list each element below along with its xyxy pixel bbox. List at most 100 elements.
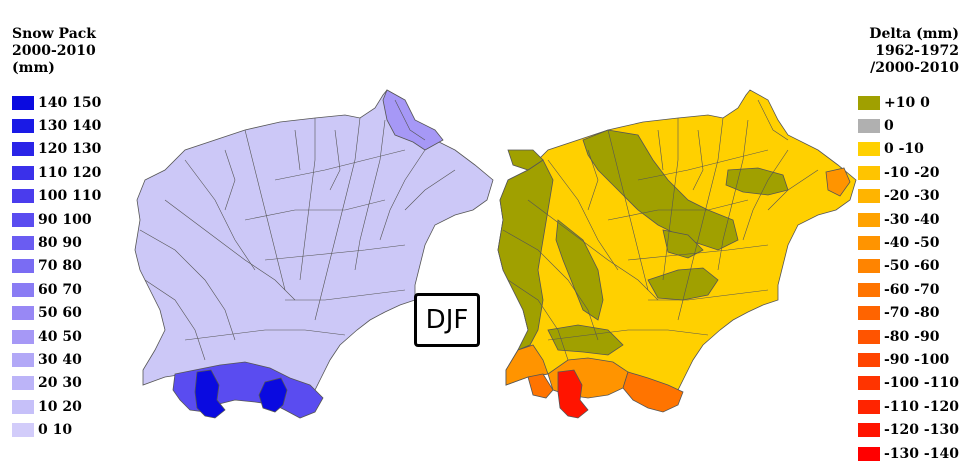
legend-label: 100 110: [38, 188, 102, 205]
legend-item: 140 150: [12, 91, 101, 114]
legend-swatch: [858, 446, 880, 461]
legend-label: -10 -20: [884, 164, 940, 181]
olive-zone: [555, 219, 604, 321]
legend-label: 130 140: [38, 118, 102, 135]
legend-item: -80 -90: [858, 325, 959, 348]
legend-swatch: [12, 423, 34, 438]
legend-item: -90 -100: [858, 348, 959, 371]
legend-title-line: /2000-2010: [870, 60, 959, 76]
legend-swatch: [858, 306, 880, 321]
legend-swatch: [12, 399, 34, 414]
legend-swatch: [858, 282, 880, 297]
legend-title-line: Snow Pack: [12, 26, 96, 42]
legend-item: -10 -20: [858, 161, 959, 184]
snowpack-legend-title: Snow Pack 2000-2010 (mm): [12, 26, 101, 77]
legend-label: -70 -80: [884, 305, 940, 322]
legend-label: -20 -30: [884, 188, 940, 205]
legend-item: -110 -120: [858, 395, 959, 418]
legend-item: 50 60: [12, 302, 101, 325]
legend-swatch: [858, 259, 880, 274]
legend-label: 20 30: [38, 375, 82, 392]
orange-zone: [527, 373, 554, 399]
legend-item: -40 -50: [858, 231, 959, 254]
legend-title-line: 1962-1972: [875, 43, 959, 59]
legend-label: 0: [884, 118, 894, 135]
legend-label: -130 -140: [884, 445, 959, 462]
legend-label: 60 70: [38, 281, 82, 298]
legend-item: -30 -40: [858, 208, 959, 231]
legend-swatch: [858, 236, 880, 251]
snowpack-map: [134, 89, 494, 419]
legend-swatch: [12, 259, 34, 274]
olive-zone: [547, 324, 624, 356]
legend-item: 80 90: [12, 231, 101, 254]
legend-item: 20 30: [12, 372, 101, 395]
legend-item: +10 0: [858, 91, 959, 114]
legend-title-line: (mm): [12, 60, 55, 76]
legend-label: +10 0: [884, 94, 930, 111]
olive-zone: [725, 167, 789, 196]
legend-swatch: [858, 376, 880, 391]
red-zone: [557, 369, 589, 419]
legend-label: -80 -90: [884, 328, 940, 345]
snowpack-legend-items: 140 150 130 140 120 130 110 120 100 110 90 10…: [12, 91, 101, 442]
legend-item: 0 10: [12, 418, 101, 441]
legend-item: -120 -130: [858, 418, 959, 441]
legend-label: 50 60: [38, 305, 82, 322]
legend-label: 10 20: [38, 398, 82, 415]
legend-label: -90 -100: [884, 351, 950, 368]
legend-item: 130 140: [12, 114, 101, 137]
legend-swatch: [858, 119, 880, 134]
legend-swatch: [12, 142, 34, 157]
legend-item: 100 110: [12, 185, 101, 208]
peak-zone: [194, 369, 226, 419]
season-label: DJF: [414, 293, 480, 347]
delta-legend-title: Delta (mm) 1962-1972 /2000-2010: [858, 26, 959, 77]
legend-label: -120 -130: [884, 422, 959, 439]
legend-swatch: [12, 95, 34, 110]
legend-swatch: [858, 95, 880, 110]
legend-label: 110 120: [38, 164, 102, 181]
legend-item: -130 -140: [858, 442, 959, 465]
legend-swatch: [12, 189, 34, 204]
legend-swatch: [858, 423, 880, 438]
subbasin-boundaries: [502, 99, 819, 361]
legend-swatch: [12, 165, 34, 180]
legend-label: -30 -40: [884, 211, 940, 228]
legend-label: -100 -110: [884, 375, 959, 392]
legend-label: 120 130: [38, 141, 102, 158]
legend-swatch: [858, 212, 880, 227]
olive-zone: [582, 129, 739, 251]
delta-legend: Delta (mm) 1962-1972 /2000-2010 +10 0 0 0 …: [858, 26, 959, 465]
legend-swatch: [12, 352, 34, 367]
legend-item: -50 -60: [858, 255, 959, 278]
legend-item: 70 80: [12, 255, 101, 278]
olive-zone: [507, 149, 544, 171]
delta-map: [497, 89, 857, 419]
legend-item: 0 -10: [858, 138, 959, 161]
legend-swatch: [858, 329, 880, 344]
legend-item: 90 100: [12, 208, 101, 231]
legend-title-line: Delta (mm): [869, 26, 959, 42]
legend-swatch: [12, 236, 34, 251]
legend-swatch: [12, 376, 34, 391]
legend-item: -70 -80: [858, 302, 959, 325]
legend-item: -60 -70: [858, 278, 959, 301]
basin-outline: [134, 89, 494, 395]
legend-item: -100 -110: [858, 372, 959, 395]
peak-zone: [258, 377, 288, 413]
legend-item: 0: [858, 114, 959, 137]
legend-label: 0 -10: [884, 141, 924, 158]
legend-label: 40 50: [38, 328, 82, 345]
legend-label: -60 -70: [884, 281, 940, 298]
olive-zone: [647, 267, 719, 301]
legend-swatch: [12, 212, 34, 227]
legend-label: 140 150: [38, 94, 102, 111]
legend-item: 30 40: [12, 348, 101, 371]
legend-item: -20 -30: [858, 185, 959, 208]
legend-label: 70 80: [38, 258, 82, 275]
legend-swatch: [12, 306, 34, 321]
legend-item: 120 130: [12, 138, 101, 161]
